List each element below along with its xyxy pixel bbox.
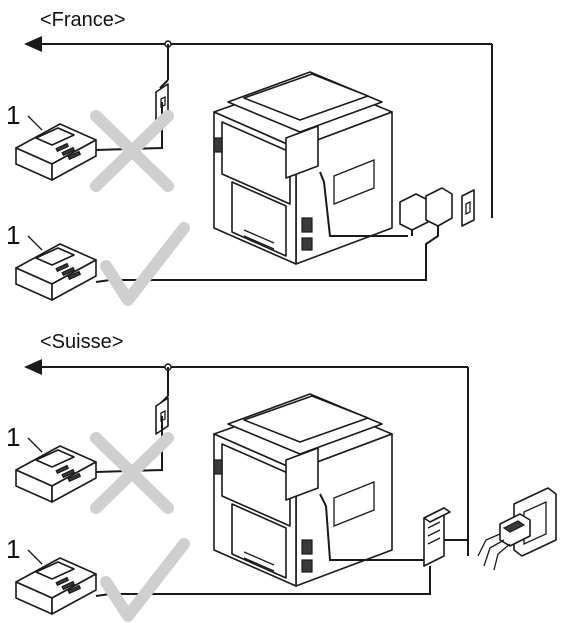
answering-machine-icon	[16, 124, 96, 180]
arrow-left-icon	[24, 359, 42, 375]
check-mark-icon	[106, 228, 184, 300]
cross-mark-icon	[96, 116, 168, 186]
section-title-france: <France>	[40, 9, 126, 31]
plug-adapter-icon	[400, 188, 474, 230]
answering-machine-icon	[16, 446, 96, 502]
cross-mark-icon	[96, 438, 168, 508]
callout-number: 1	[6, 220, 20, 250]
answering-machine-icon	[16, 244, 96, 300]
callout-number: 1	[6, 422, 20, 452]
swiss-plug-detail-icon	[478, 488, 556, 570]
answering-machine-icon	[16, 558, 96, 614]
section-title-suisse: <Suisse>	[40, 331, 123, 353]
callout-number: 1	[6, 534, 20, 564]
wall-box-icon	[424, 508, 450, 566]
arrow-left-icon	[24, 36, 42, 52]
check-mark-icon	[106, 544, 184, 616]
printer-icon	[214, 394, 392, 586]
callout-number: 1	[6, 100, 20, 130]
